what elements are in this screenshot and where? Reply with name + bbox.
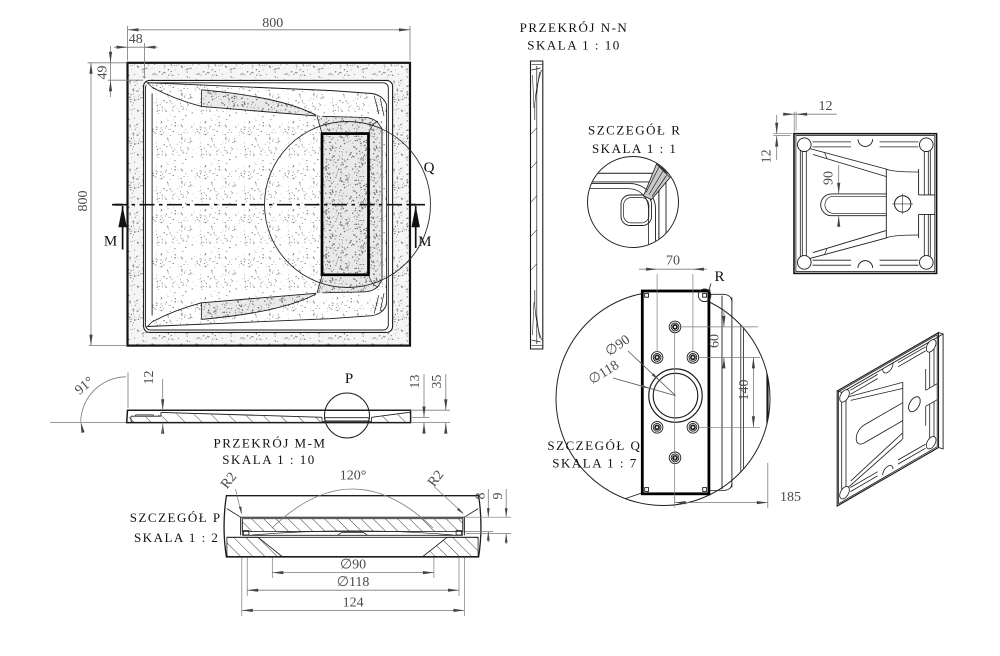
svg-text:SKALA 1 : 2: SKALA 1 : 2 [134,530,219,545]
svg-text:SKALA 1 : 10: SKALA 1 : 10 [527,38,620,53]
svg-text:SKALA 1 : 10: SKALA 1 : 10 [222,452,315,467]
svg-text:800: 800 [262,16,283,31]
svg-text:12: 12 [142,371,157,385]
svg-text:M: M [418,234,431,250]
svg-text:120°: 120° [340,469,367,484]
svg-text:60: 60 [707,334,722,348]
svg-text:124: 124 [343,595,364,610]
svg-text:SZCZEGÓŁ Q: SZCZEGÓŁ Q [547,438,641,453]
svg-text:70: 70 [666,254,680,269]
svg-text:SZCZEGÓŁ P: SZCZEGÓŁ P [130,510,222,525]
svg-text:12: 12 [760,149,775,163]
svg-text:140: 140 [737,380,752,401]
svg-text:8: 8 [473,493,488,500]
svg-text:12: 12 [819,99,833,114]
svg-text:9: 9 [491,493,506,500]
svg-text:R: R [714,269,724,285]
svg-text:M: M [104,234,117,250]
svg-text:48: 48 [129,32,143,47]
svg-text:P: P [345,371,353,387]
svg-text:SZCZEGÓŁ R: SZCZEGÓŁ R [588,123,681,138]
svg-text:SKALA 1 : 1: SKALA 1 : 1 [592,141,677,156]
svg-text:800: 800 [76,191,91,212]
svg-text:35: 35 [430,375,445,389]
svg-text:∅90: ∅90 [340,558,366,573]
svg-text:PRZEKRÓJ M-M: PRZEKRÓJ M-M [214,436,327,451]
svg-text:Q: Q [424,160,435,176]
svg-text:PRZEKRÓJ N-N: PRZEKRÓJ N-N [520,20,629,35]
svg-text:185: 185 [780,490,801,505]
svg-text:49: 49 [95,66,110,80]
svg-text:∅118: ∅118 [337,575,370,590]
svg-text:13: 13 [408,375,423,389]
svg-text:90: 90 [822,171,837,185]
svg-text:SKALA 1 : 7: SKALA 1 : 7 [552,456,637,471]
